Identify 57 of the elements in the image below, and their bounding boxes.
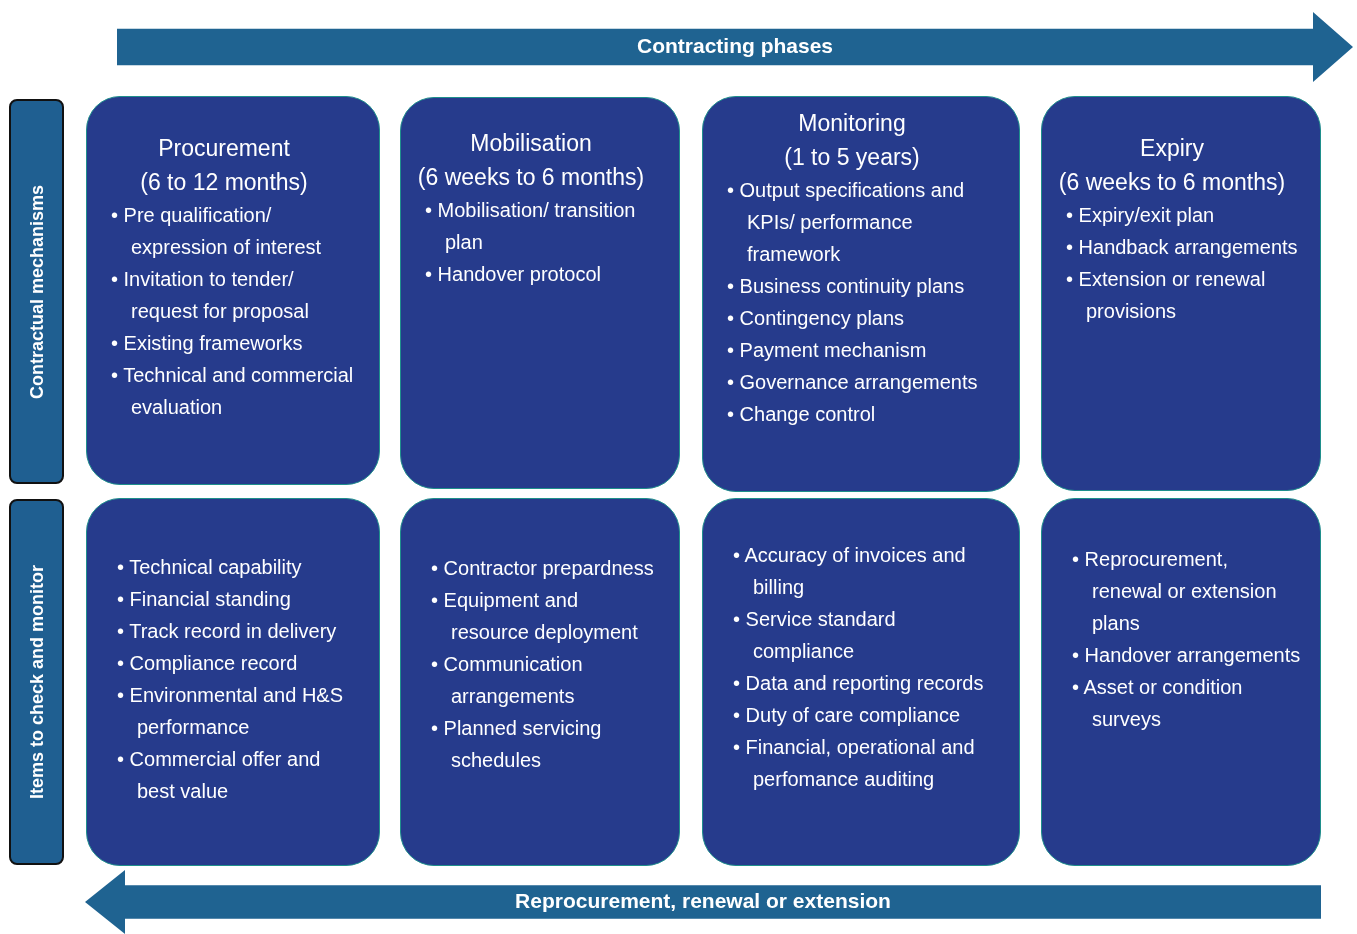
phase-card xyxy=(400,97,680,489)
bullet-item: • Environmental and H&S performance xyxy=(117,683,344,740)
arrow-banner xyxy=(117,12,1353,82)
bullet-item: • Technical capability xyxy=(117,555,303,580)
bullet-item: • Service standard compliance xyxy=(733,607,897,664)
bullet-item: • Contingency plans xyxy=(727,306,906,331)
bullet-item: • Commercial offer and best value xyxy=(117,747,322,804)
phase-card xyxy=(400,498,680,866)
side-tab xyxy=(9,99,64,484)
bullet-item: • Handover arrangements xyxy=(1072,643,1302,668)
phase-card xyxy=(702,498,1020,866)
bullet-item: • Payment mechanism xyxy=(727,338,928,363)
phase-card xyxy=(702,96,1020,492)
phase-heading: Procurement xyxy=(157,134,291,163)
bullet-item: • Financial, operational and perfomance auditing xyxy=(733,735,976,792)
bullet-item: • Contractor prepardness xyxy=(431,556,655,581)
side-tab xyxy=(9,499,64,865)
row-label: Contractual mechanisms xyxy=(26,184,47,399)
bullet-item: • Financial standing xyxy=(117,587,292,612)
bullet-item: • Pre qualification/ expression of interest xyxy=(111,203,323,260)
phase-heading: Mobilisation xyxy=(469,129,593,158)
arrow-banner xyxy=(85,870,1321,934)
bullet-item: • Mobilisation/ transition plan xyxy=(425,198,637,255)
bullet-item: • Compliance record xyxy=(117,651,299,676)
bullet-item: • Accuracy of invoices and billing xyxy=(733,543,967,600)
bullet-item: • Business continuity plans xyxy=(727,274,966,299)
phase-heading: Monitoring xyxy=(797,109,907,138)
phase-heading: Expiry xyxy=(1139,134,1205,163)
bullet-item: • Planned servicing schedules xyxy=(431,716,603,773)
phase-heading: (1 to 5 years) xyxy=(783,143,921,172)
bullet-item: • Governance arrangements xyxy=(727,370,979,395)
phase-heading: (6 weeks to 6 months) xyxy=(416,163,646,192)
bullet-item: • Output specifications and KPIs/ performance framework xyxy=(727,178,966,267)
phase-heading: (6 weeks to 6 months) xyxy=(1057,168,1287,197)
phase-heading: (6 to 12 months) xyxy=(139,168,309,197)
bullet-item: • Technical and commercial evaluation xyxy=(111,363,355,420)
banner-label: Contracting phases xyxy=(635,34,834,58)
row-label: Items to check and monitor xyxy=(26,565,47,799)
phase-card xyxy=(1041,96,1321,491)
phase-card xyxy=(86,498,380,866)
bullet-item: • Extension or renewal provisions xyxy=(1066,267,1267,324)
bullet-item: • Asset or condition surveys xyxy=(1072,675,1244,732)
bullet-item: • Track record in delivery xyxy=(117,619,338,644)
phase-card xyxy=(1041,498,1321,866)
phase-card xyxy=(86,96,380,485)
bullet-item: • Existing frameworks xyxy=(111,331,304,356)
banner-label: Reprocurement, renewal or extension xyxy=(514,889,892,913)
bullet-item: • Invitation to tender/ request for proposal xyxy=(111,267,310,324)
bullet-item: • Equipment and resource deployment xyxy=(431,588,639,645)
bullet-item: • Expiry/exit plan xyxy=(1066,203,1216,228)
bullet-item: • Handover protocol xyxy=(425,262,602,287)
bullet-item: • Data and reporting records xyxy=(733,671,985,696)
bullet-item: • Handback arrangements xyxy=(1066,235,1299,260)
bullet-item: • Duty of care compliance xyxy=(733,703,962,728)
bullet-item: • Reprocurement, renewal or extension plans xyxy=(1072,547,1278,636)
bullet-item: • Communication arrangements xyxy=(431,652,584,709)
bullet-item: • Change control xyxy=(727,402,877,427)
